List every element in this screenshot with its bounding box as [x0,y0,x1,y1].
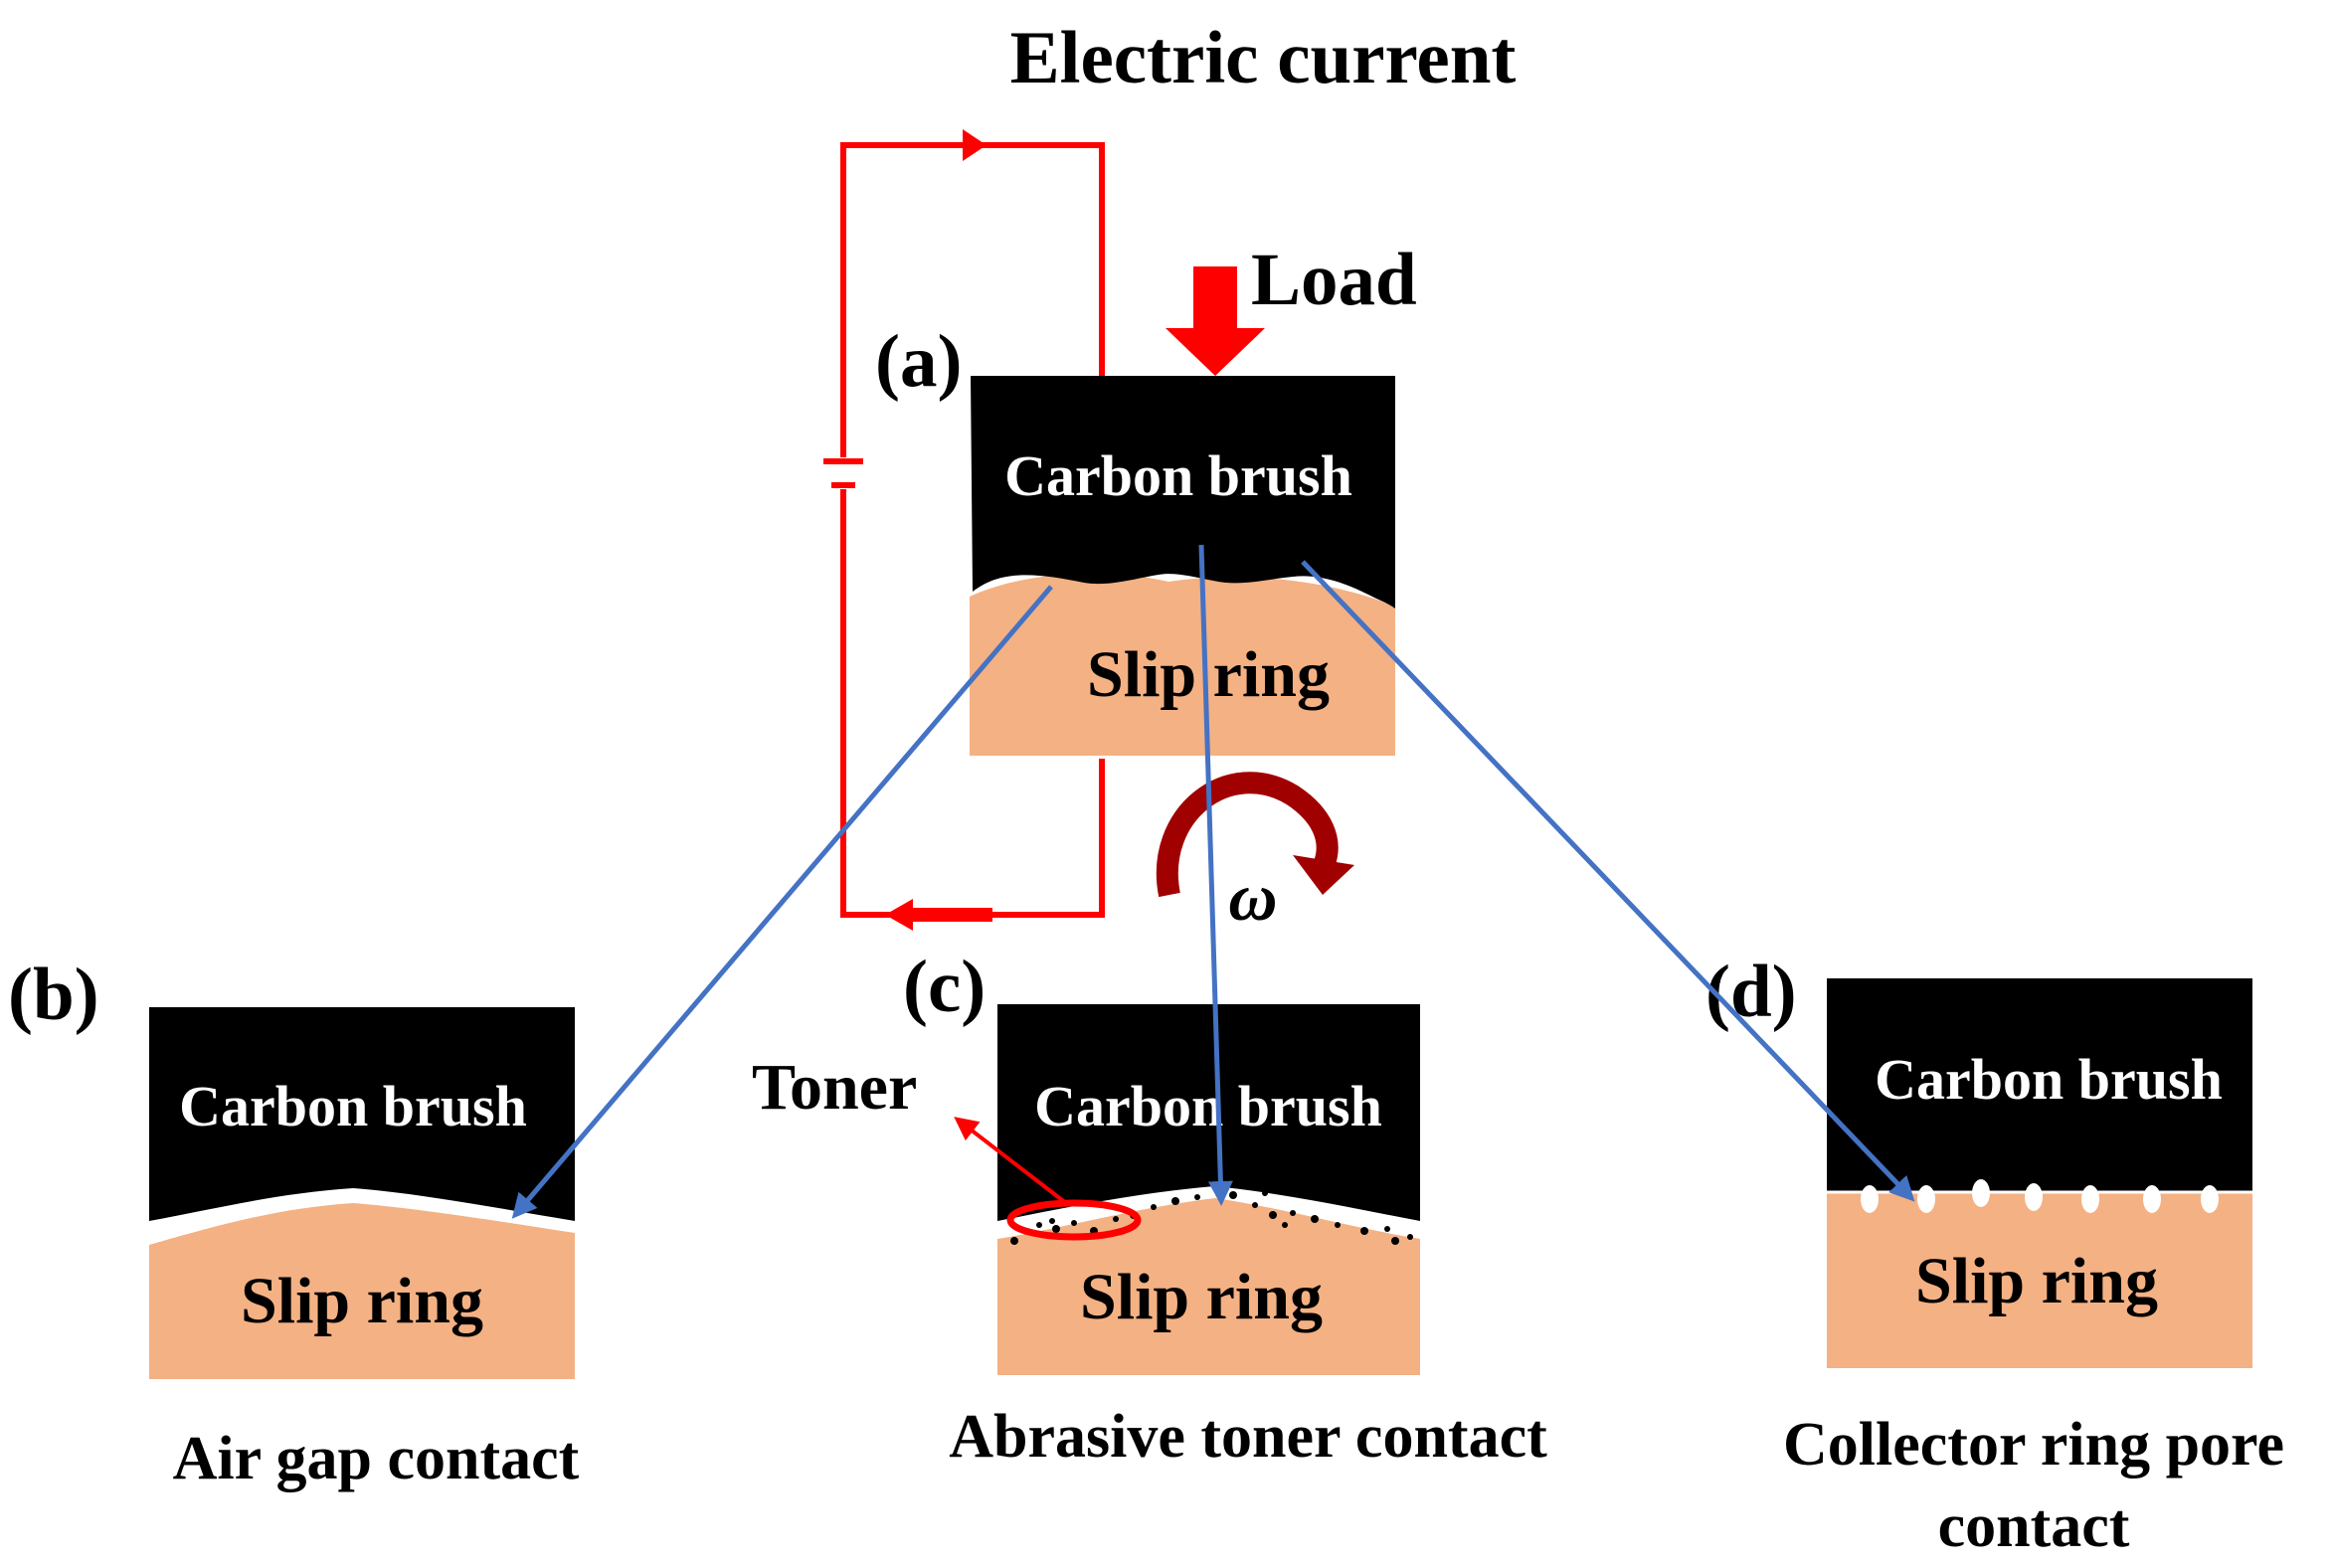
rotation-arrow-icon [1157,772,1339,898]
panel-c-carbon-brush [997,1004,1420,1221]
panel-d-brush-label: Carbon brush [1875,1047,2223,1112]
panel-a: (a) Carbon brush Slip ring [875,320,1395,756]
panel-d-ring-label: Slip ring [1915,1245,2158,1317]
panel-c-ring-label: Slip ring [1080,1261,1323,1333]
omega-label: ω [1228,859,1277,935]
panel-b-slip-ring [149,1203,575,1379]
panel-d-pores [1861,1179,2219,1213]
load-arrow-icon [1166,266,1265,376]
panel-c-tag: (c) [903,946,986,1028]
panel-b-ring-label: Slip ring [241,1265,483,1337]
pointer-to-panel-c [1198,544,1233,1206]
current-direction-arrow-top [963,129,987,161]
panel-a-brush-label: Carbon brush [1004,443,1352,508]
panel-d-carbon-brush [1827,978,2252,1192]
panel-d-tag: (d) [1706,951,1797,1033]
pointer-arrows [511,544,1915,1219]
panel-d-slip-ring [1827,1192,2252,1368]
panel-d-caption-line1: Collector ring pore [1783,1411,2284,1479]
panel-b-caption: Air gap contact [173,1425,580,1492]
panel-b-tag: (b) [8,954,99,1036]
panel-b-carbon-brush [149,1007,575,1221]
panel-c-slip-ring [997,1198,1420,1375]
panel-d-caption-line2: contact [1938,1492,2130,1560]
panel-a-slip-ring [970,573,1395,756]
panel-a-carbon-brush [971,376,1395,609]
title: Electric current [1010,17,1517,99]
load-label: Load [1251,239,1417,321]
pointer-to-panel-d [1301,560,1915,1202]
current-direction-arrow-bottom-shaft [913,908,992,922]
panel-c-caption: Abrasive toner contact [949,1403,1547,1471]
panel-c: (c) Toner Carbon brush Slip ring Abrasiv… [752,946,1547,1471]
panel-b: (b) Carbon brush Slip ring Air gap conta… [8,954,580,1492]
toner-label: Toner [752,1051,917,1124]
panel-d: (d) Carbon brush Slip ring Collector rin… [1706,951,2284,1560]
panel-a-tag: (a) [875,320,962,403]
panel-c-brush-label: Carbon brush [1034,1074,1382,1138]
panel-c-toner-highlight [1006,1199,1142,1241]
rotation-arrowhead-icon [1293,855,1354,895]
toner-pointer-arrow [954,1117,1068,1205]
panel-b-brush-label: Carbon brush [179,1074,527,1138]
current-direction-arrow-bottom [885,899,913,931]
pointer-to-panel-b [511,585,1053,1219]
